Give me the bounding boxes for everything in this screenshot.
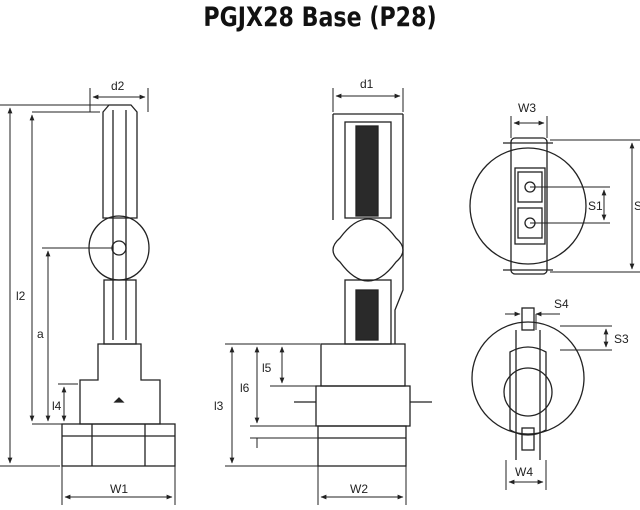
label-s1: S1 [588, 199, 603, 213]
dimension-lines-left [0, 88, 176, 505]
label-d1: d1 [360, 77, 374, 91]
label-w3: W3 [518, 101, 536, 115]
label-a: a [37, 327, 44, 341]
label-w2: W2 [350, 482, 368, 496]
dimension-lines-bottom [505, 311, 612, 490]
diagram-title: PGJX28 Base (P28) [203, 2, 437, 33]
label-s4: S4 [554, 297, 569, 311]
dimension-lines-top [510, 116, 640, 273]
label-s2: S2 [634, 199, 640, 213]
front-view-left [0, 88, 176, 505]
label-s3: S3 [614, 332, 629, 346]
top-view-upper [469, 116, 640, 275]
label-l3: l3 [214, 399, 224, 413]
label-l2: l2 [16, 289, 26, 303]
label-l4: l4 [52, 399, 62, 413]
label-w1: W1 [110, 482, 128, 496]
label-l5: l5 [262, 361, 272, 375]
dimension-lines-middle [225, 88, 407, 505]
side-view-middle [225, 88, 432, 505]
label-l6: l6 [240, 381, 250, 395]
label-w4: W4 [515, 465, 533, 479]
label-d2: d2 [111, 79, 125, 93]
top-view-lower [471, 307, 612, 490]
